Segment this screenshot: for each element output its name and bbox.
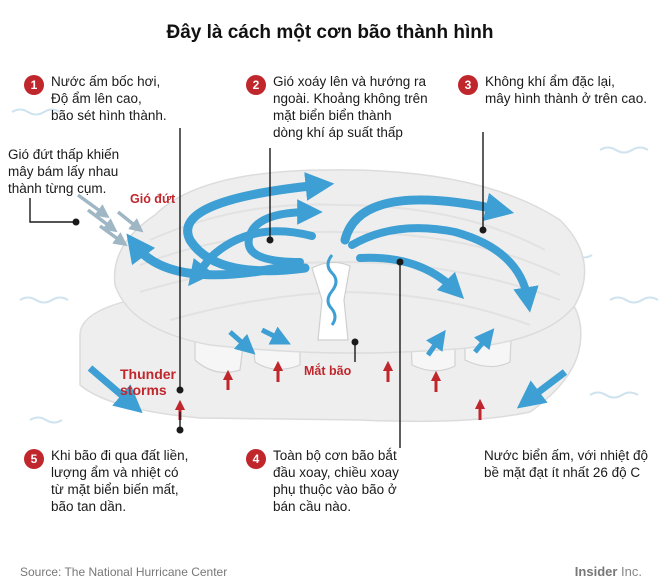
- warm-sea-note-line: Nước biển ấm, với nhiệt độ: [484, 448, 649, 463]
- brand-suffix: Inc.: [617, 564, 642, 579]
- step-3-badge: 3: [458, 75, 478, 95]
- step-3-line: Không khí ẩm đặc lại,: [485, 74, 615, 89]
- step-5-line: lượng ẩm và nhiệt có: [51, 465, 179, 480]
- wind-shear-note-line: Gió đứt thấp khiến: [8, 147, 120, 162]
- eye-wall: [311, 261, 351, 341]
- thunderstorms-label: Thunder storms: [120, 366, 176, 398]
- warm-sea-note-line: bề mặt đạt ít nhất 26 độ C: [484, 465, 641, 480]
- step-4-line: Toàn bộ cơn bão bắt: [273, 448, 397, 463]
- step-5-line: Khi bão đi qua đất liền,: [51, 448, 189, 463]
- step-1-badge: 1: [24, 75, 44, 95]
- eye-spiral-arrow: [326, 254, 338, 326]
- page-title: Đây là cách một cơn bão thành hình: [166, 22, 494, 43]
- step-4-line: đầu xoay, chiều xoay: [273, 465, 399, 480]
- step-2-line: dòng khí áp suất thấp: [273, 125, 403, 140]
- step-1-line: Độ ẩm lên cao,: [51, 91, 142, 106]
- source-credit: Source: The National Hurricane Center: [20, 565, 228, 579]
- eye-label: Mắt bão: [304, 364, 352, 378]
- wind-shear-note-line: thành từng cụm.: [8, 181, 107, 196]
- step-2-text: Gió xoáy lên và hướng ra ngoài. Khoảng k…: [273, 73, 428, 141]
- wind-shear-note-line: mây bám lấy nhau: [8, 164, 119, 179]
- step-2-line: ngoài. Khoảng không trên: [273, 91, 428, 106]
- step-4-line: phụ thuộc vào bão ở: [273, 482, 397, 497]
- leader-dots: [72, 218, 487, 434]
- step-5-text: Khi bão đi qua đất liền, lượng ẩm và nhi…: [51, 447, 188, 515]
- step-4-text: Toàn bộ cơn bão bắt đầu xoay, chiều xoay…: [273, 447, 399, 515]
- step-5-line: bão tan dần.: [51, 499, 127, 514]
- leader-lines: [29, 128, 484, 448]
- step-1-text: Nước ấm bốc hơi, Độ ẩm lên cao, bão sét …: [51, 73, 167, 124]
- step-2-line: mặt biển biển thành: [273, 108, 392, 123]
- step-2-line: Gió xoáy lên và hướng ra: [273, 74, 426, 89]
- thunderstorms-label-line: Thunder: [120, 366, 176, 382]
- step-4-line: bán cầu nào.: [273, 499, 352, 514]
- wind-shear-note: Gió đứt thấp khiến mây bám lấy nhau thàn…: [8, 146, 119, 197]
- brand-name: Insider: [574, 564, 618, 579]
- step-4-badge: 4: [246, 449, 266, 469]
- step-5-line: từ mặt biển biến mất,: [51, 482, 179, 497]
- step-2-badge: 2: [246, 75, 266, 95]
- brand-logo: Insider Inc.: [575, 564, 642, 579]
- lower-left-wind-arrow: [87, 365, 143, 414]
- rising-heat-arrows: [174, 360, 486, 420]
- updraft-arrows: [228, 326, 495, 357]
- step-3-text: Không khí ẩm đặc lại, mây hình thành ở t…: [485, 73, 647, 107]
- lower-right-wind-arrow: [516, 369, 568, 409]
- upper-wind-arrows: [126, 172, 539, 313]
- step-5-badge: 5: [24, 449, 44, 469]
- wind-shear-label: Gió đứt: [130, 192, 176, 206]
- wind-shear-arrows: [76, 193, 144, 247]
- thunderstorms-label-line: storms: [120, 382, 167, 398]
- warm-sea-note: Nước biển ấm, với nhiệt độ bề mặt đạt ít…: [484, 447, 648, 481]
- step-1-line: bão sét hình thành.: [51, 108, 167, 123]
- step-1-line: Nước ấm bốc hơi,: [51, 74, 161, 89]
- step-3-line: mây hình thành ở trên cao.: [485, 91, 647, 106]
